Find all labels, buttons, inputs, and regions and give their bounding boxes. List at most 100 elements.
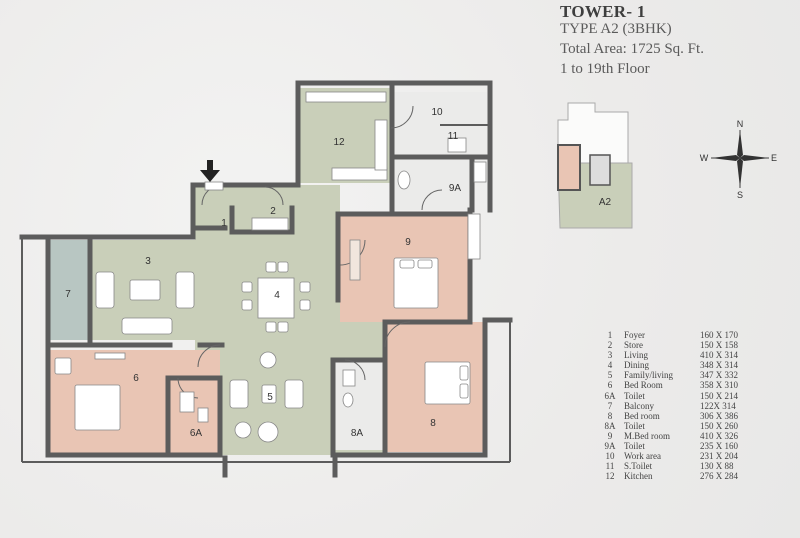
legend-dimensions: 160 X 170 [700, 330, 738, 340]
legend-row: 4 Dining 348 X 314 [602, 360, 790, 370]
entry-arrow-icon [200, 160, 220, 182]
legend-number: 4 [607, 360, 613, 371]
passage-floor [340, 320, 385, 360]
legend-dimensions: 122X 314 [700, 400, 736, 411]
legend-room-name: M.Bed room [624, 430, 670, 441]
legend-number: 6 [607, 380, 613, 391]
room-label-7: 7 [65, 289, 71, 300]
unit-type: TYPE A2 (3BHK) [560, 21, 672, 37]
legend-row: 12 Kitchen 276 X 284 [602, 471, 790, 481]
key-plan: A2 [557, 102, 633, 229]
legend-dimensions: 150 X 260 [700, 420, 738, 431]
legend-room-name: Toilet [624, 420, 645, 431]
legend-number: 10 [605, 451, 615, 462]
thin-walls [21, 124, 511, 463]
master-bed [393, 257, 439, 309]
legend-row: 2 Store 150 X 158 [602, 340, 790, 350]
legend-dimensions: 358 X 310 [700, 380, 738, 391]
room-label-8: 8 [430, 418, 436, 429]
legend-row: 10 Work area 231 X 204 [602, 451, 790, 461]
legend-dimensions: 130 X 88 [700, 461, 734, 472]
legend-dimensions: 150 X 158 [700, 340, 738, 351]
legend-dimensions: 347 X 332 [700, 370, 738, 381]
room-label-9: 9 [405, 237, 411, 248]
legend-dimensions: 231 X 204 [700, 451, 738, 462]
room-label-12: 12 [333, 137, 345, 148]
room-label-5: 5 [267, 392, 273, 403]
legend-dimensions: 306 X 386 [700, 410, 738, 421]
legend-dimensions: 150 X 214 [700, 390, 738, 401]
compass-n: N [737, 119, 744, 129]
balcony-floor [50, 240, 90, 340]
legend-number: 11 [605, 461, 615, 472]
furniture [54, 91, 487, 443]
room-label-8a: 8A [351, 428, 364, 439]
legend-room-name: Living [624, 350, 648, 361]
legend-room-name: Bed Room [624, 380, 663, 391]
legend-number: 3 [607, 350, 613, 361]
legend-room-name: Foyer [624, 330, 645, 340]
foyer-floor [195, 185, 340, 245]
compass-s: S [737, 190, 743, 200]
legend-room-name: Family/living [624, 370, 674, 381]
legend-room-name: S.Toilet [624, 461, 653, 472]
family-table [261, 384, 277, 404]
legend-row: 5 Family/living 347 X 332 [602, 370, 790, 380]
legend-room-name: Dining [624, 360, 650, 371]
legend-dimensions: 348 X 314 [700, 360, 738, 371]
family-sofa-left [229, 379, 249, 409]
sofa-left [95, 271, 115, 309]
legend-dimensions: 276 X 284 [700, 471, 738, 482]
legend-dimensions: 235 X 160 [700, 441, 738, 452]
total-area: Total Area: 1725 Sq. Ft. [560, 41, 704, 57]
room-label-10: 10 [431, 107, 443, 118]
room-label-1: 1 [221, 218, 227, 229]
legend-room-name: Toilet [624, 441, 645, 452]
legend-number: 2 [607, 340, 613, 351]
legend-room-name: Store [624, 340, 643, 351]
room-label-6a: 6A [190, 428, 203, 439]
legend-number: 5 [607, 370, 613, 381]
sofa-front [121, 317, 173, 335]
legend-row: 3 Living 410 X 314 [602, 350, 790, 360]
work-area-floor [392, 92, 487, 154]
legend-row: 9 M.Bed room 410 X 326 [602, 431, 790, 441]
legend-dimensions: 410 X 314 [700, 350, 738, 361]
legend-number: 9 [607, 430, 613, 441]
tower-title: TOWER- 1 [560, 2, 646, 21]
bed-6 [74, 384, 121, 431]
legend-number: 8A [604, 420, 616, 431]
compass-e: E [771, 153, 777, 163]
legend-room-name: Kitchen [624, 471, 653, 482]
coffee-table [129, 279, 161, 301]
compass-icon: N E S W [700, 119, 777, 200]
key-plan-unit-label: A2 [599, 197, 612, 208]
room-label-3: 3 [145, 256, 151, 267]
legend-number: 12 [605, 471, 615, 482]
room-label-2: 2 [270, 206, 276, 217]
room-labels: 1 2 3 4 5 6 6A 7 8 8A 9 9A 10 11 12 [65, 107, 461, 439]
dining-table [257, 277, 295, 319]
room-label-9a: 9A [449, 183, 462, 194]
floor-range: 1 to 19th Floor [560, 61, 650, 77]
sofa-right [175, 271, 195, 309]
legend-dimensions: 410 X 326 [700, 430, 738, 441]
legend-room-name: Balcony [624, 400, 654, 411]
compass-w: W [700, 153, 709, 163]
legend-room-name: Work area [624, 451, 662, 462]
legend-room-name: Bed room [624, 410, 660, 421]
room-label-4: 4 [274, 290, 280, 301]
room-label-11: 11 [448, 131, 459, 142]
family-sofa-right [284, 379, 304, 409]
legend-row: 8A Toilet 150 X 260 [602, 421, 790, 431]
legend-number: 1 [607, 330, 613, 340]
legend-room-name: Toilet [624, 390, 645, 401]
legend-row: 1 Foyer 160 X 170 [602, 330, 790, 340]
